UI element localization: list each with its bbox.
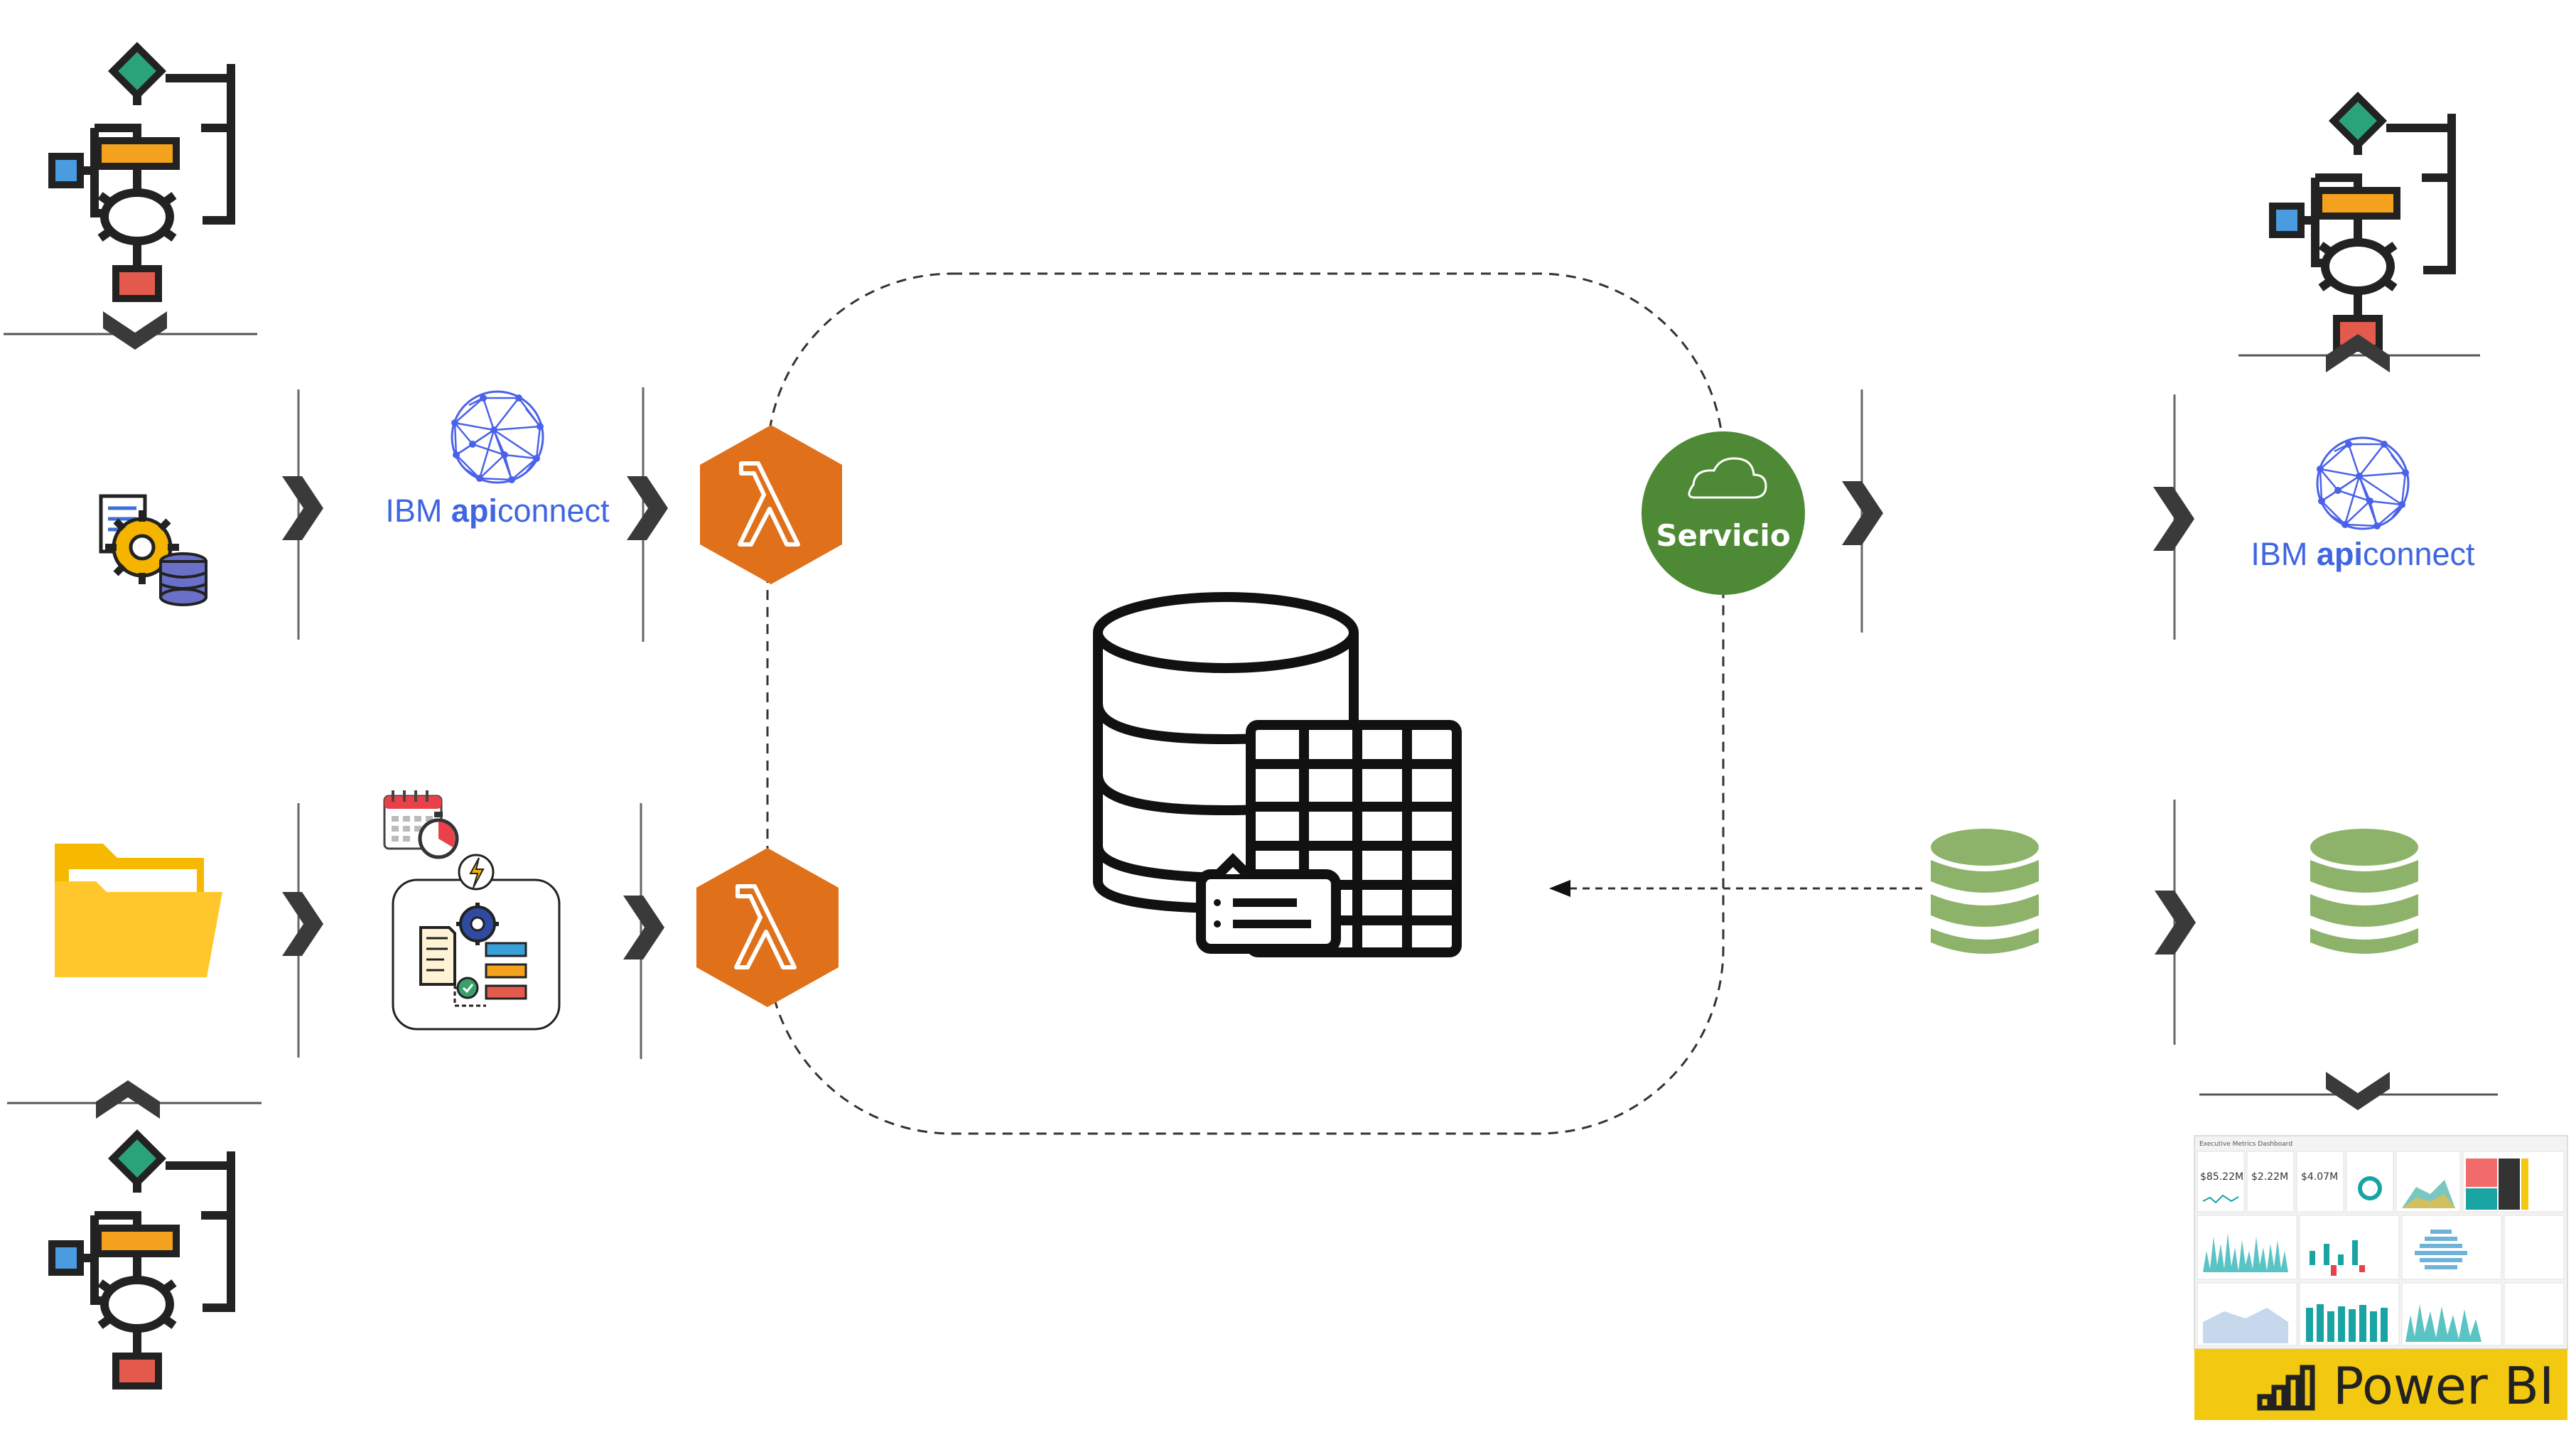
- flowchart-icon-bottom-left: [52, 1134, 231, 1386]
- service-label: Servicio: [1656, 518, 1790, 553]
- green-database-icon-right: [2310, 829, 2418, 954]
- kpi-2: $2.22M: [2251, 1171, 2288, 1183]
- network-globe-icon-right: [2315, 436, 2410, 531]
- api-connect-label-left: IBM apiconnect: [385, 493, 610, 529]
- processing-boundary: [766, 272, 1725, 1135]
- arrow-head: [1549, 880, 1570, 897]
- chevron-right-icon: [627, 476, 668, 540]
- document-gear-database-icon: [99, 494, 208, 606]
- dashboard-title: Executive Metrics Dashboard: [2199, 1141, 2292, 1148]
- folder-icon: [55, 844, 222, 977]
- api-connect-label-right: IBM apiconnect: [2251, 536, 2475, 572]
- chevron-down-icon: [2326, 1072, 2390, 1110]
- kpi-1: $85.22M: [2200, 1171, 2243, 1183]
- chevron-right-icon: [282, 892, 323, 956]
- chevron-right-icon: [623, 896, 664, 959]
- chevron-down-icon: [103, 311, 167, 350]
- chevron-up-icon: [96, 1080, 160, 1119]
- green-database-icon-left: [1931, 829, 2039, 954]
- powerbi-logo-icon: [2257, 1365, 2315, 1411]
- flowchart-icon-top-left: [52, 47, 231, 299]
- powerbi-dashboard-icon: Executive Metrics Dashboard $85.22M $2.2…: [2194, 1135, 2568, 1420]
- lambda-icon-bottom: [696, 848, 839, 1007]
- chevron-right-icon: [282, 476, 323, 540]
- powerbi-label: Power BI: [2333, 1356, 2554, 1416]
- database-table-icon: [1093, 592, 1462, 957]
- network-globe-icon: [450, 390, 545, 485]
- stopwatch-icon: [418, 812, 459, 859]
- cloud-icon: [1688, 457, 1767, 499]
- workflow-automation-icon: [392, 854, 561, 1031]
- service-node: Servicio: [1642, 431, 1805, 595]
- lambda-icon-top: [700, 425, 842, 584]
- flowchart-icon-top-right: [2273, 97, 2452, 348]
- powerbi-banner: [2194, 1349, 2567, 1420]
- kpi-3: $4.07M: [2301, 1171, 2338, 1183]
